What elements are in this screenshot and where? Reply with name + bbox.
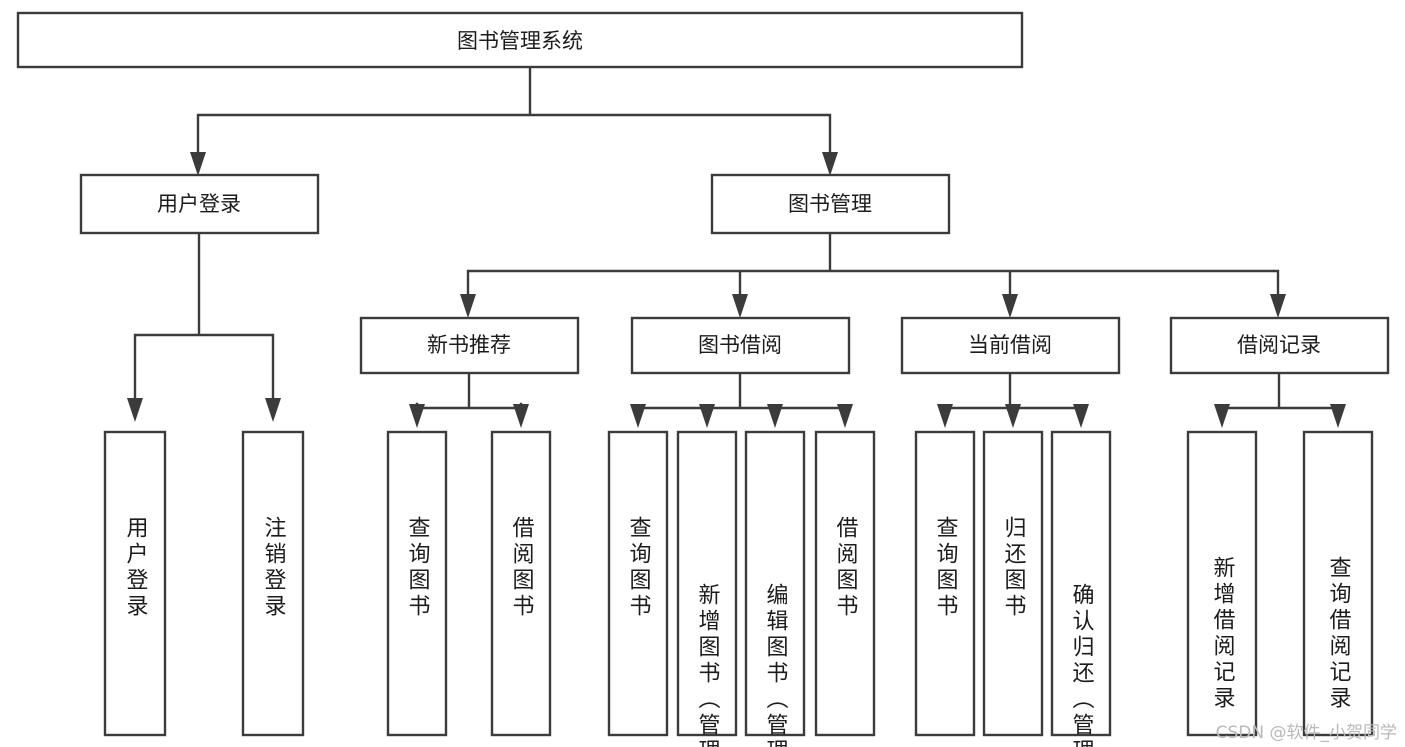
node-leaf-query-book-3-label: 查询图书 [933,516,959,620]
node-current-borrow-box[interactable] [900,316,1121,375]
node-leaf-borrow-book-2-label: 借阅图书 [833,516,859,620]
node-leaf-borrow-book-1-box[interactable] [490,430,552,737]
node-new-book-rec-box[interactable] [359,316,580,375]
node-leaf-borrow-book-2[interactable]: 借阅图书 [814,430,876,737]
node-borrow-record-label: 借阅记录 [1237,333,1321,357]
node-root-label: 图书管理系统 [457,29,583,53]
node-borrow-record[interactable]: 借阅记录 [1169,316,1390,375]
node-user-login[interactable]: 用户登录 [79,173,320,235]
node-user-login-box[interactable] [79,173,320,235]
arrow-to-leaf-query-book-3 [937,404,953,428]
node-leaf-query-record-label: 查询借阅记录 [1326,556,1352,712]
node-leaf-query-record-box[interactable] [1302,430,1374,737]
node-leaf-return-book-box[interactable] [982,430,1044,737]
node-leaf-logout-box[interactable] [241,430,305,737]
arrow-to-leaf-logout [265,398,281,422]
node-current-borrow[interactable]: 当前借阅 [900,316,1121,375]
node-leaf-query-book-1[interactable]: 查询图书 [386,430,448,737]
arrow-to-leaf-borrow-book-1 [513,404,529,428]
arrow-to-leaf-edit-book [767,404,783,428]
node-leaf-return-book[interactable]: 归还图书 [982,430,1044,737]
arrow-to-leaf-borrow-book-2 [837,404,853,428]
arrow-to-leaf-query-record [1330,404,1346,428]
node-leaf-add-book-label: 新增图书（管理员） [695,583,721,747]
connector-layer [127,65,1346,428]
node-leaf-add-record-box[interactable] [1186,430,1258,737]
node-leaf-borrow-book-2-box[interactable] [814,430,876,737]
node-current-borrow-label: 当前借阅 [968,333,1052,357]
node-leaf-user-login-label: 用户登录 [123,516,149,620]
node-root[interactable]: 图书管理系统 [16,11,1024,69]
node-new-book-rec-label: 新书推荐 [427,333,511,357]
node-leaf-query-book-2-box[interactable] [607,430,669,737]
edge-bookborrow-bus [636,371,847,412]
node-leaf-query-record[interactable]: 查询借阅记录 [1302,430,1374,737]
node-leaf-logout-label: 注销登录 [261,516,287,620]
arrow-to-current-borrow [1002,294,1018,318]
node-leaf-query-book-1-label: 查询图书 [405,516,431,620]
arrow-to-borrow-record [1270,294,1286,318]
node-leaf-edit-book-box[interactable] [744,430,806,737]
arrow-to-leaf-query-book-1 [409,404,425,428]
node-leaf-user-login[interactable]: 用户登录 [103,430,167,737]
node-leaf-add-record-label: 新增借阅记录 [1210,556,1236,712]
node-leaf-query-book-2-label: 查询图书 [626,516,652,620]
edge-userlogin-bus [133,231,275,406]
edge-bookmanage-bus [466,231,1280,302]
arrow-to-leaf-confirm-return [1073,404,1089,428]
edge-borrowrecord-bus [1220,371,1340,412]
node-book-borrow-box[interactable] [630,316,851,375]
node-leaf-borrow-book-1[interactable]: 借阅图书 [490,430,552,737]
node-book-manage-box[interactable] [710,173,951,235]
arrow-to-leaf-query-book-2 [630,404,646,428]
arrow-to-new-book-rec [460,294,476,318]
node-leaf-query-book-3[interactable]: 查询图书 [914,430,976,737]
node-leaf-query-book-1-box[interactable] [386,430,448,737]
node-leaf-logout[interactable]: 注销登录 [241,430,305,737]
node-leaf-return-book-label: 归还图书 [1001,516,1027,620]
arrow-to-leaf-add-record [1214,404,1230,428]
arrow-to-book-borrow [732,294,748,318]
node-root-box[interactable] [16,11,1024,69]
node-leaf-add-book[interactable]: 新增图书（管理员） [676,430,738,747]
node-book-manage[interactable]: 图书管理 [710,173,951,235]
node-leaf-confirm-return[interactable]: 确认归还（管理员） [1050,430,1112,747]
node-leaf-edit-book-label: 编辑图书（管理员） [763,583,789,747]
edge-newbook-bus [415,371,523,410]
node-leaf-confirm-return-box[interactable] [1050,430,1112,737]
node-borrow-record-box[interactable] [1169,316,1390,375]
node-book-borrow[interactable]: 图书借阅 [630,316,851,375]
arrow-to-leaf-user-login [127,398,143,422]
node-book-borrow-label: 图书借阅 [698,333,782,357]
arrow-to-leaf-return-book [1005,404,1021,428]
arrow-to-leaf-add-book [699,404,715,428]
node-leaf-add-book-box[interactable] [676,430,738,737]
arrow-to-user-login [190,152,206,176]
node-leaf-edit-book[interactable]: 编辑图书（管理员） [744,430,806,747]
node-user-login-label: 用户登录 [157,192,241,216]
node-leaf-query-book-3-box[interactable] [914,430,976,737]
node-leaf-add-record[interactable]: 新增借阅记录 [1186,430,1258,737]
node-book-manage-label: 图书管理 [788,192,872,216]
node-leaf-borrow-book-1-label: 借阅图书 [509,516,535,620]
node-new-book-rec[interactable]: 新书推荐 [359,316,580,375]
arrow-to-book-manage [822,152,838,176]
node-leaf-confirm-return-label: 确认归还（管理员） [1069,583,1095,747]
node-leaf-user-login-box[interactable] [103,430,167,737]
edge-root-bus [196,65,832,160]
node-leaf-query-book-2[interactable]: 查询图书 [607,430,669,737]
